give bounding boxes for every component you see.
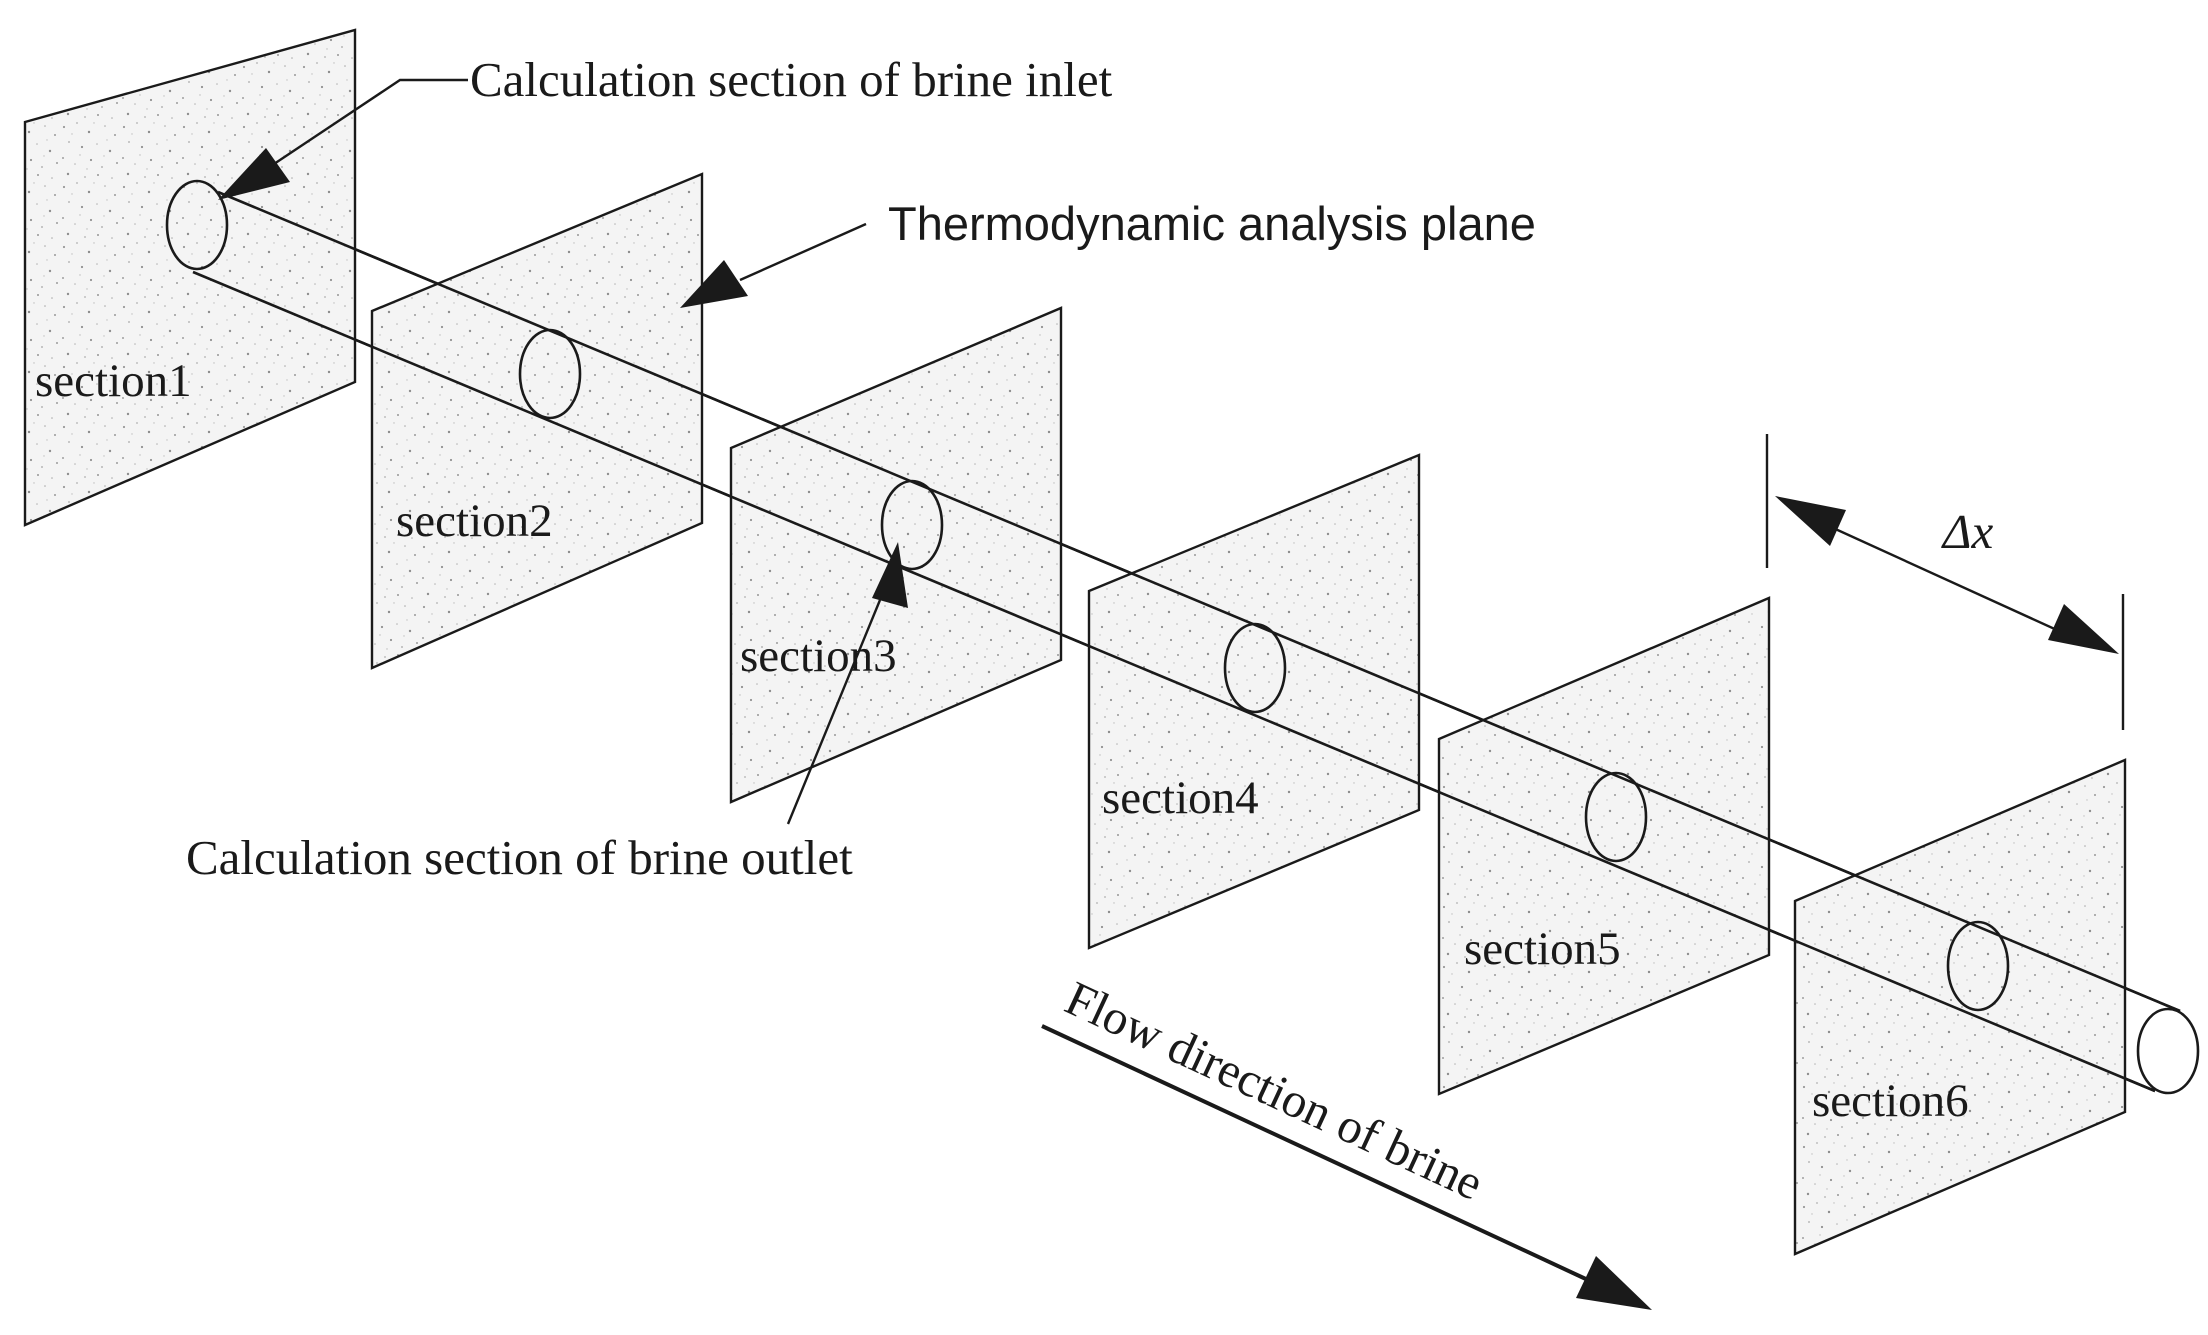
panel-section2: section2 xyxy=(370,172,704,670)
panel-section1: section1 xyxy=(23,28,357,527)
plane-label: Thermodynamic analysis plane xyxy=(888,197,1536,250)
delta-arrow-right xyxy=(2048,604,2119,654)
section-label: section1 xyxy=(35,355,192,407)
section-label: section4 xyxy=(1102,772,1259,824)
pipe-outlet-end xyxy=(2136,1007,2200,1095)
section-plane xyxy=(370,172,704,670)
pipe-cross-section-ring xyxy=(1584,771,1648,863)
section-label: section6 xyxy=(1812,1075,1969,1127)
section-label: section3 xyxy=(740,630,897,682)
panel-section6: section6 xyxy=(1793,758,2127,1256)
section-plane xyxy=(1793,758,2127,1256)
plane-callout: Thermodynamic analysis plane xyxy=(680,197,1536,308)
inlet-callout: Calculation section of brine inlet xyxy=(218,52,1113,200)
flow-arrow-head xyxy=(1576,1256,1652,1310)
outlet-label: Calculation section of brine outlet xyxy=(186,830,853,885)
inlet-arrow-head xyxy=(218,148,290,200)
section-plane xyxy=(23,28,357,527)
outlet-callout: Calculation section of brine outlet xyxy=(186,542,908,885)
delta-x-dimension: Δx xyxy=(1765,434,2125,730)
section-label: section2 xyxy=(396,495,553,547)
pipe-over-panels xyxy=(192,190,2200,1095)
outlet-arrow-head xyxy=(872,542,908,608)
plane-arrow-head xyxy=(680,260,748,308)
inlet-label: Calculation section of brine inlet xyxy=(470,52,1113,107)
section-plane xyxy=(1437,596,1771,1096)
delta-arrow-left xyxy=(1775,496,1846,546)
section-label: section5 xyxy=(1464,923,1621,975)
delta-x-label: Δx xyxy=(1941,504,1994,559)
panel-section5: section5 xyxy=(1437,596,1771,1096)
pipe-cross-section-ring xyxy=(165,179,229,271)
flow-label: Flow direction of brine xyxy=(1057,970,1491,1211)
section-plane xyxy=(1087,453,1421,950)
section-panels: section1 section2 section3 section4 section5… xyxy=(23,28,2127,1256)
pipe-cross-section-ring xyxy=(1946,920,2010,1012)
panel-section4: section4 xyxy=(1087,453,1421,950)
